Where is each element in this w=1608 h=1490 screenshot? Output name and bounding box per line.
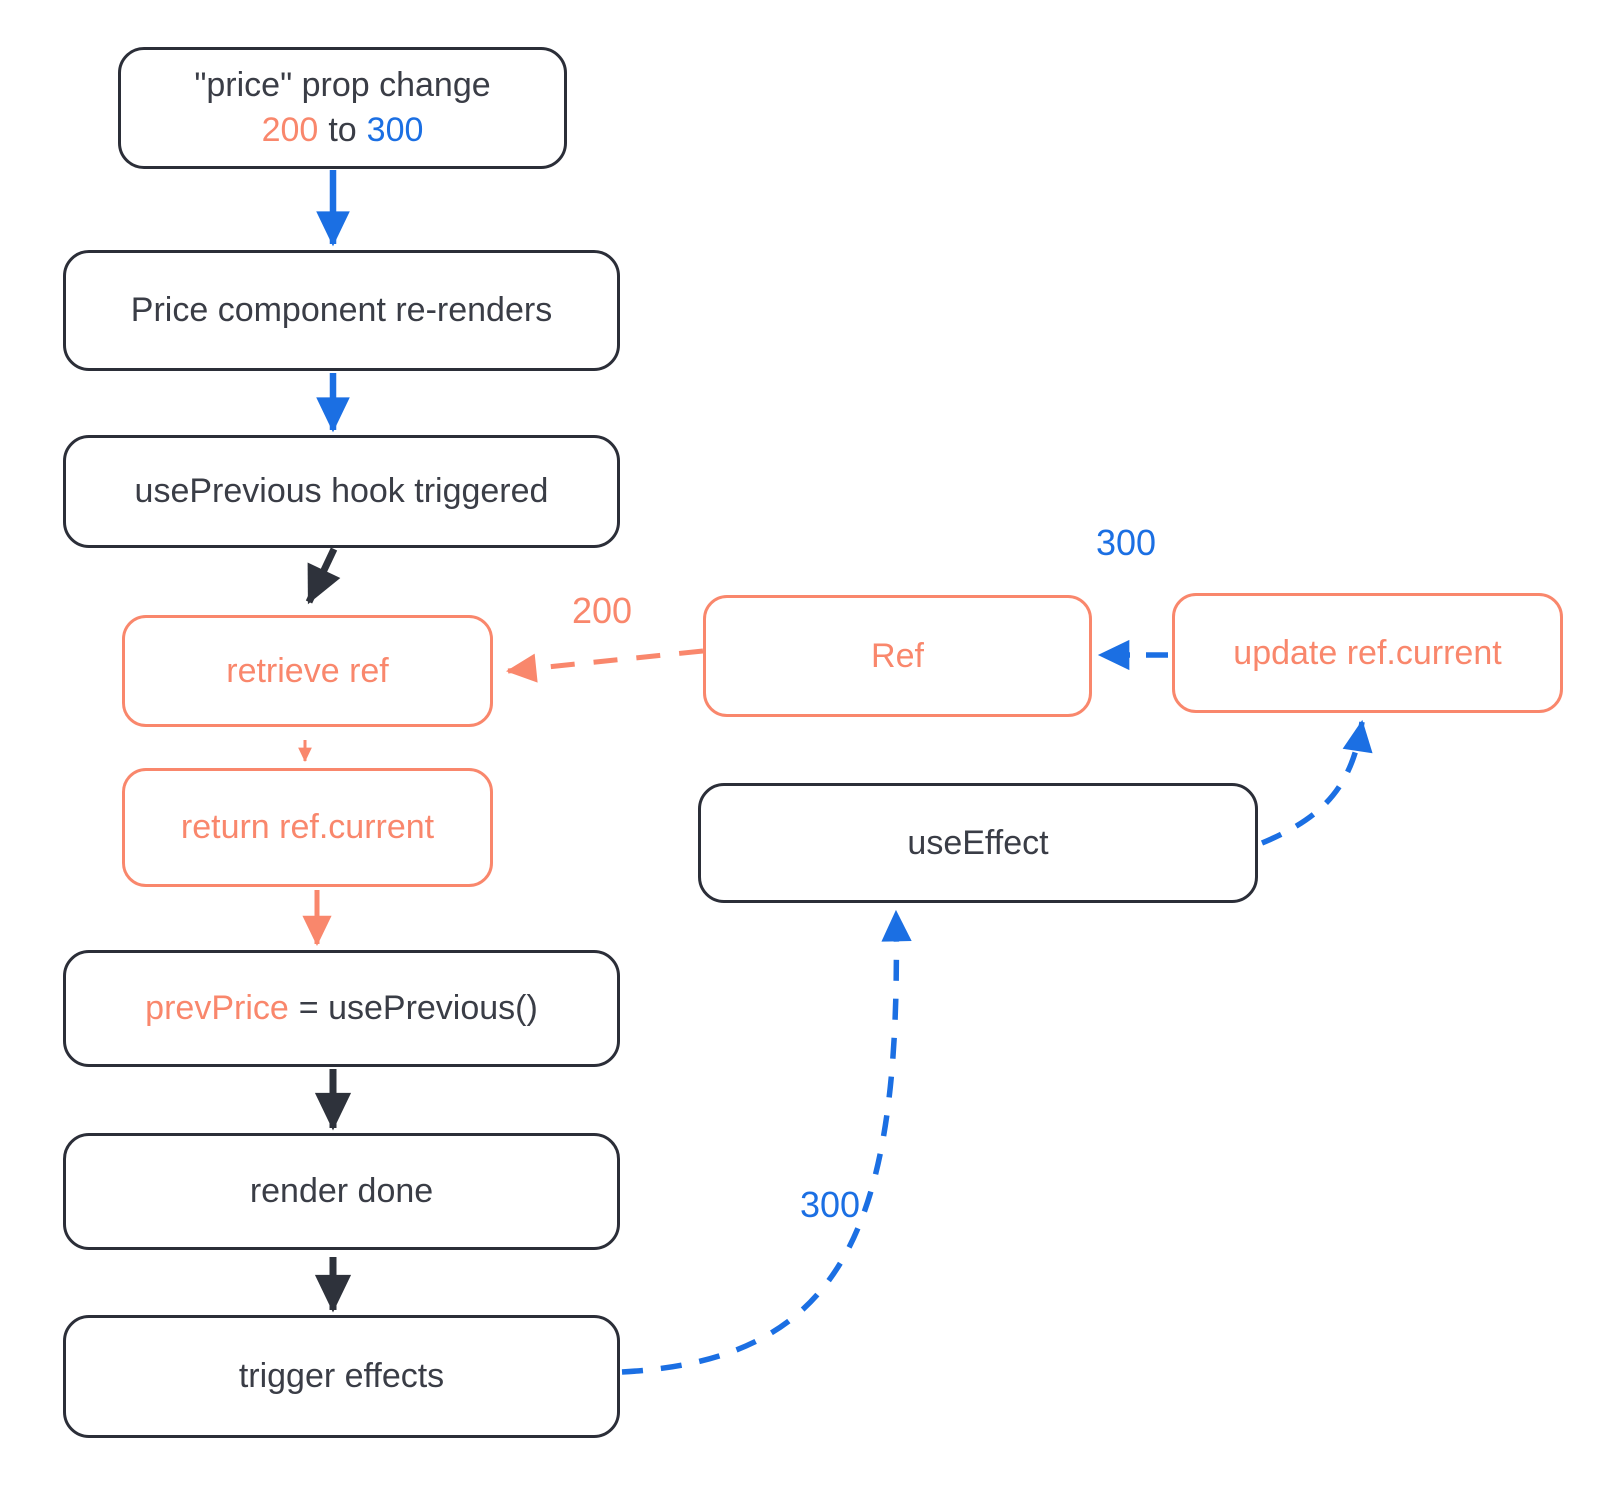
arrow-useprevious-to-retrieveref (305, 547, 341, 605)
node-label: usePrevious hook triggered (134, 472, 549, 511)
node-price-prop-change: "price" prop change 200 to 300 (118, 47, 567, 169)
node-trigger-effects: trigger effects (63, 1315, 620, 1438)
node-label: Price component re-renders (130, 291, 553, 330)
price-prop-change-line1: "price" prop change (194, 66, 491, 105)
node-useeffect: useEffect (698, 783, 1258, 903)
edge-label-300-bottom: 300 (799, 1184, 861, 1225)
arrow-useeffect-to-update (1260, 719, 1373, 846)
node-label: Ref (871, 636, 924, 675)
useprevious-call: = usePrevious() (298, 989, 538, 1028)
node-price-component-rerenders: Price component re-renders (63, 250, 620, 371)
node-return-ref-current: return ref.current (122, 768, 493, 887)
old-price-value: 200 (261, 111, 319, 149)
arrow-triggereffects-to-useeffect (621, 909, 912, 1375)
node-label: useEffect (907, 823, 1049, 862)
arrow-ref-to-retrieveref (505, 648, 704, 683)
node-prevprice-assignment: prevPrice = usePrevious() (63, 950, 620, 1067)
node-ref: Ref (703, 595, 1092, 717)
node-label: trigger effects (238, 1357, 445, 1396)
node-update-ref-current: update ref.current (1172, 593, 1563, 713)
node-label: return ref.current (180, 808, 435, 847)
new-price-value: 300 (366, 111, 424, 149)
node-label: render done (249, 1172, 434, 1211)
price-prop-change-line2: 200 to 300 (262, 108, 424, 153)
edge-label-300-top: 300 (1095, 522, 1157, 563)
prevprice-variable: prevPrice (145, 989, 289, 1028)
node-useprevious-hook-triggered: usePrevious hook triggered (63, 435, 620, 548)
node-render-done: render done (63, 1133, 620, 1250)
node-label: update ref.current (1233, 633, 1502, 672)
node-label: retrieve ref (226, 651, 389, 690)
node-retrieve-ref: retrieve ref (122, 615, 493, 727)
to-word: to (328, 111, 357, 149)
edge-label-200: 200 (571, 590, 633, 631)
